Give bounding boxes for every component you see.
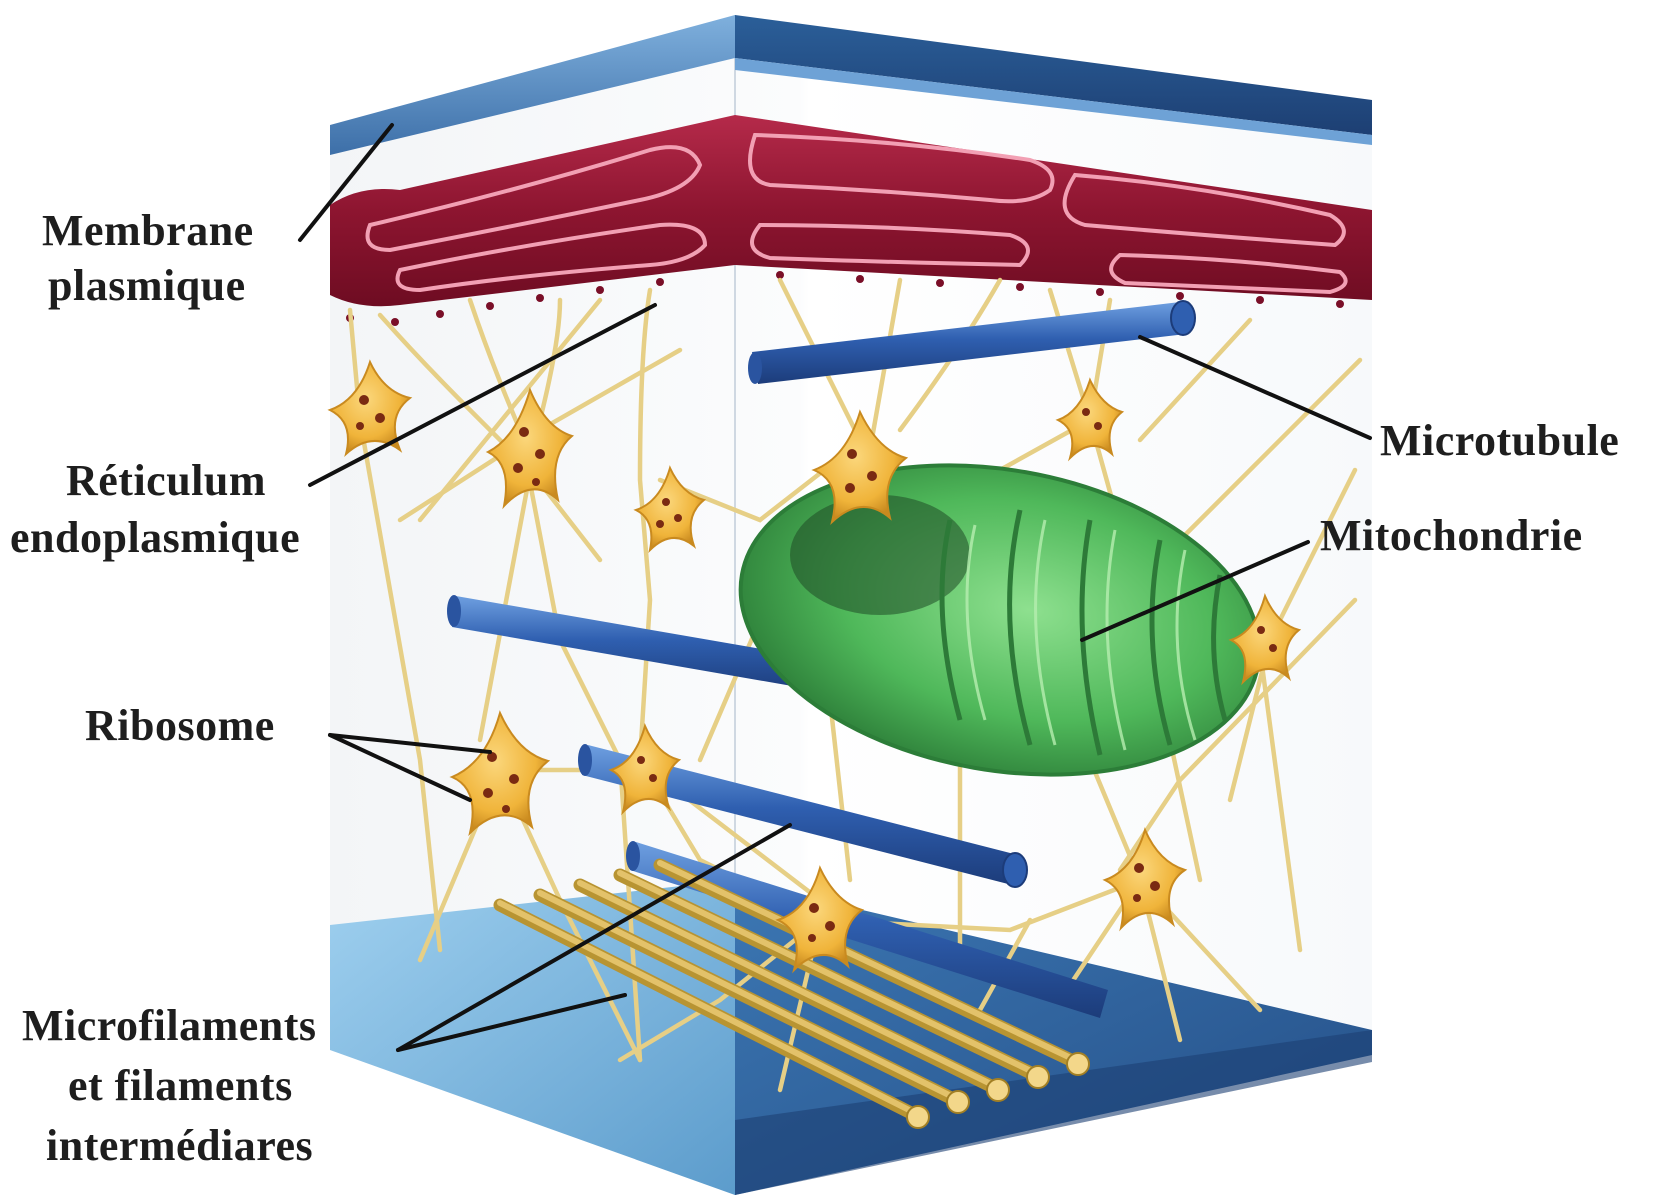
label-reticulum-line2: endoplasmique: [10, 513, 300, 562]
label-membrane-line1: Membrane: [42, 206, 254, 255]
label-membrane-line2: plasmique: [48, 261, 246, 310]
label-reticulum-line1: Réticulum: [66, 456, 266, 505]
label-microtubule: Microtubule: [1380, 416, 1619, 465]
label-microfilaments-line2: et filaments: [68, 1061, 293, 1110]
label-microfilaments-line1: Microfilaments: [22, 1001, 317, 1050]
label-microfilaments-line3: intermédiares: [46, 1121, 313, 1170]
label-ribosome: Ribosome: [85, 701, 275, 750]
label-mitochondrie: Mitochondrie: [1320, 511, 1583, 560]
